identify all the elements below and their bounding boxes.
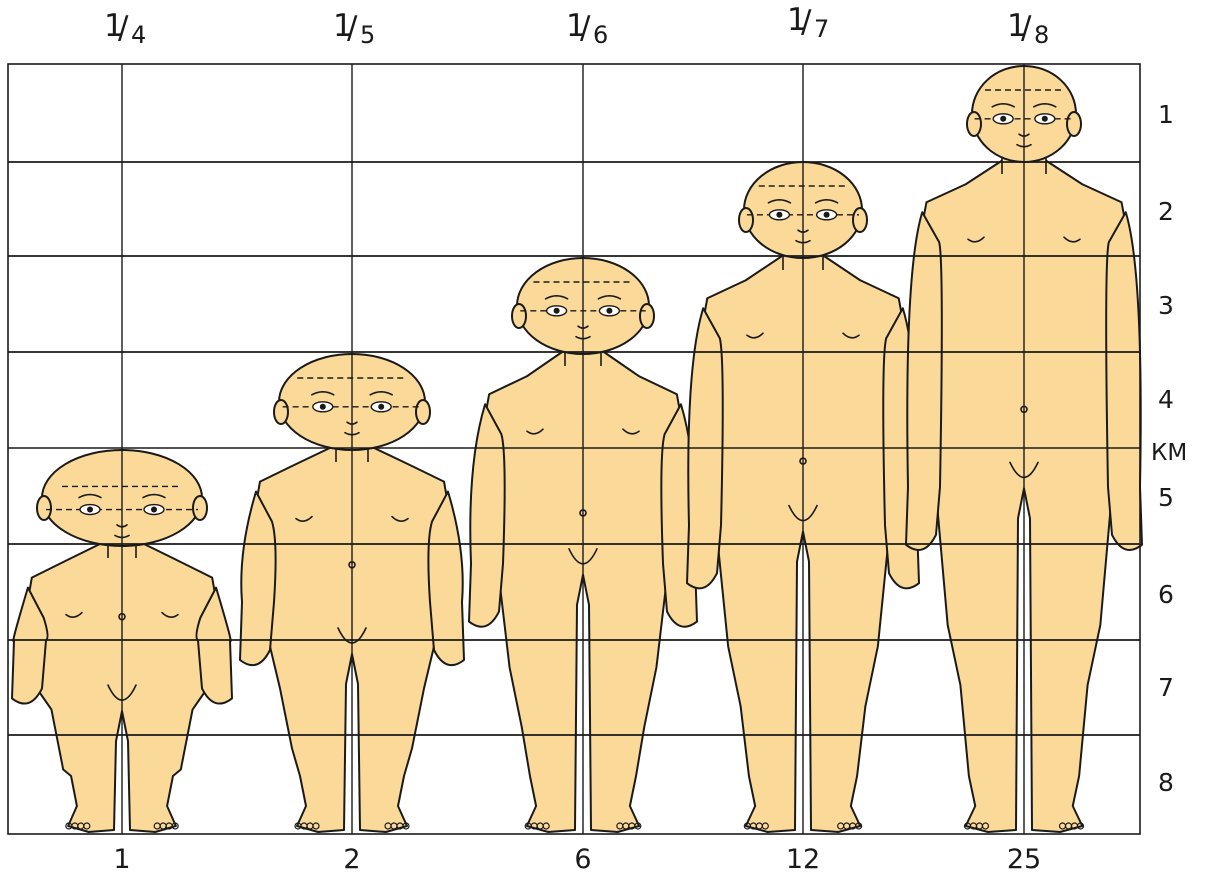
figure-ear <box>1067 112 1081 136</box>
figure-pupil <box>776 212 782 218</box>
age-label-4: 12 <box>786 844 820 875</box>
figure-pupil <box>1000 116 1006 122</box>
row-label-2: 2 <box>1158 197 1174 226</box>
figure-ear <box>739 208 753 232</box>
fraction-denominator: 7 <box>814 15 829 43</box>
figure-ear <box>274 400 288 424</box>
row-label-4: 4 <box>1158 385 1174 414</box>
fraction-slash: / <box>1021 10 1032 46</box>
fraction-denominator: 6 <box>593 21 608 49</box>
row-label-3: 3 <box>1158 291 1174 320</box>
figure-ear <box>512 304 526 328</box>
figure-pupil <box>378 404 384 410</box>
age-label-5: 25 <box>1007 844 1041 875</box>
figure-pupil <box>87 507 93 513</box>
figure-pupil <box>554 308 560 314</box>
age-label-3: 6 <box>574 844 591 875</box>
figure-pupil <box>320 404 326 410</box>
fraction-denominator: 4 <box>131 21 146 49</box>
fraction-denominator: 5 <box>360 21 375 49</box>
figure-ear <box>967 112 981 136</box>
row-label-1: 1 <box>1158 100 1174 129</box>
row-label-5: 5 <box>1158 483 1174 512</box>
row-label-8: 8 <box>1158 768 1174 797</box>
row-label-6: 6 <box>1158 580 1174 609</box>
figure-pupil <box>606 308 612 314</box>
figure-ear <box>853 208 867 232</box>
row-label-7: 7 <box>1158 673 1174 702</box>
fraction-slash: / <box>580 10 591 46</box>
figure-pupil <box>824 212 830 218</box>
age-label-1: 1 <box>113 844 130 875</box>
age-label-2: 2 <box>343 844 360 875</box>
figure-ear <box>416 400 430 424</box>
figure-ear <box>193 496 207 520</box>
fraction-slash: / <box>118 10 129 46</box>
fraction-denominator: 8 <box>1034 21 1049 49</box>
midline-label: КМ <box>1151 440 1187 466</box>
figure-ear <box>37 496 51 520</box>
figure-pupil <box>151 507 157 513</box>
figure-pupil <box>1042 116 1048 122</box>
figure-ear <box>640 304 654 328</box>
fraction-slash: / <box>801 4 812 40</box>
fraction-slash: / <box>347 10 358 46</box>
